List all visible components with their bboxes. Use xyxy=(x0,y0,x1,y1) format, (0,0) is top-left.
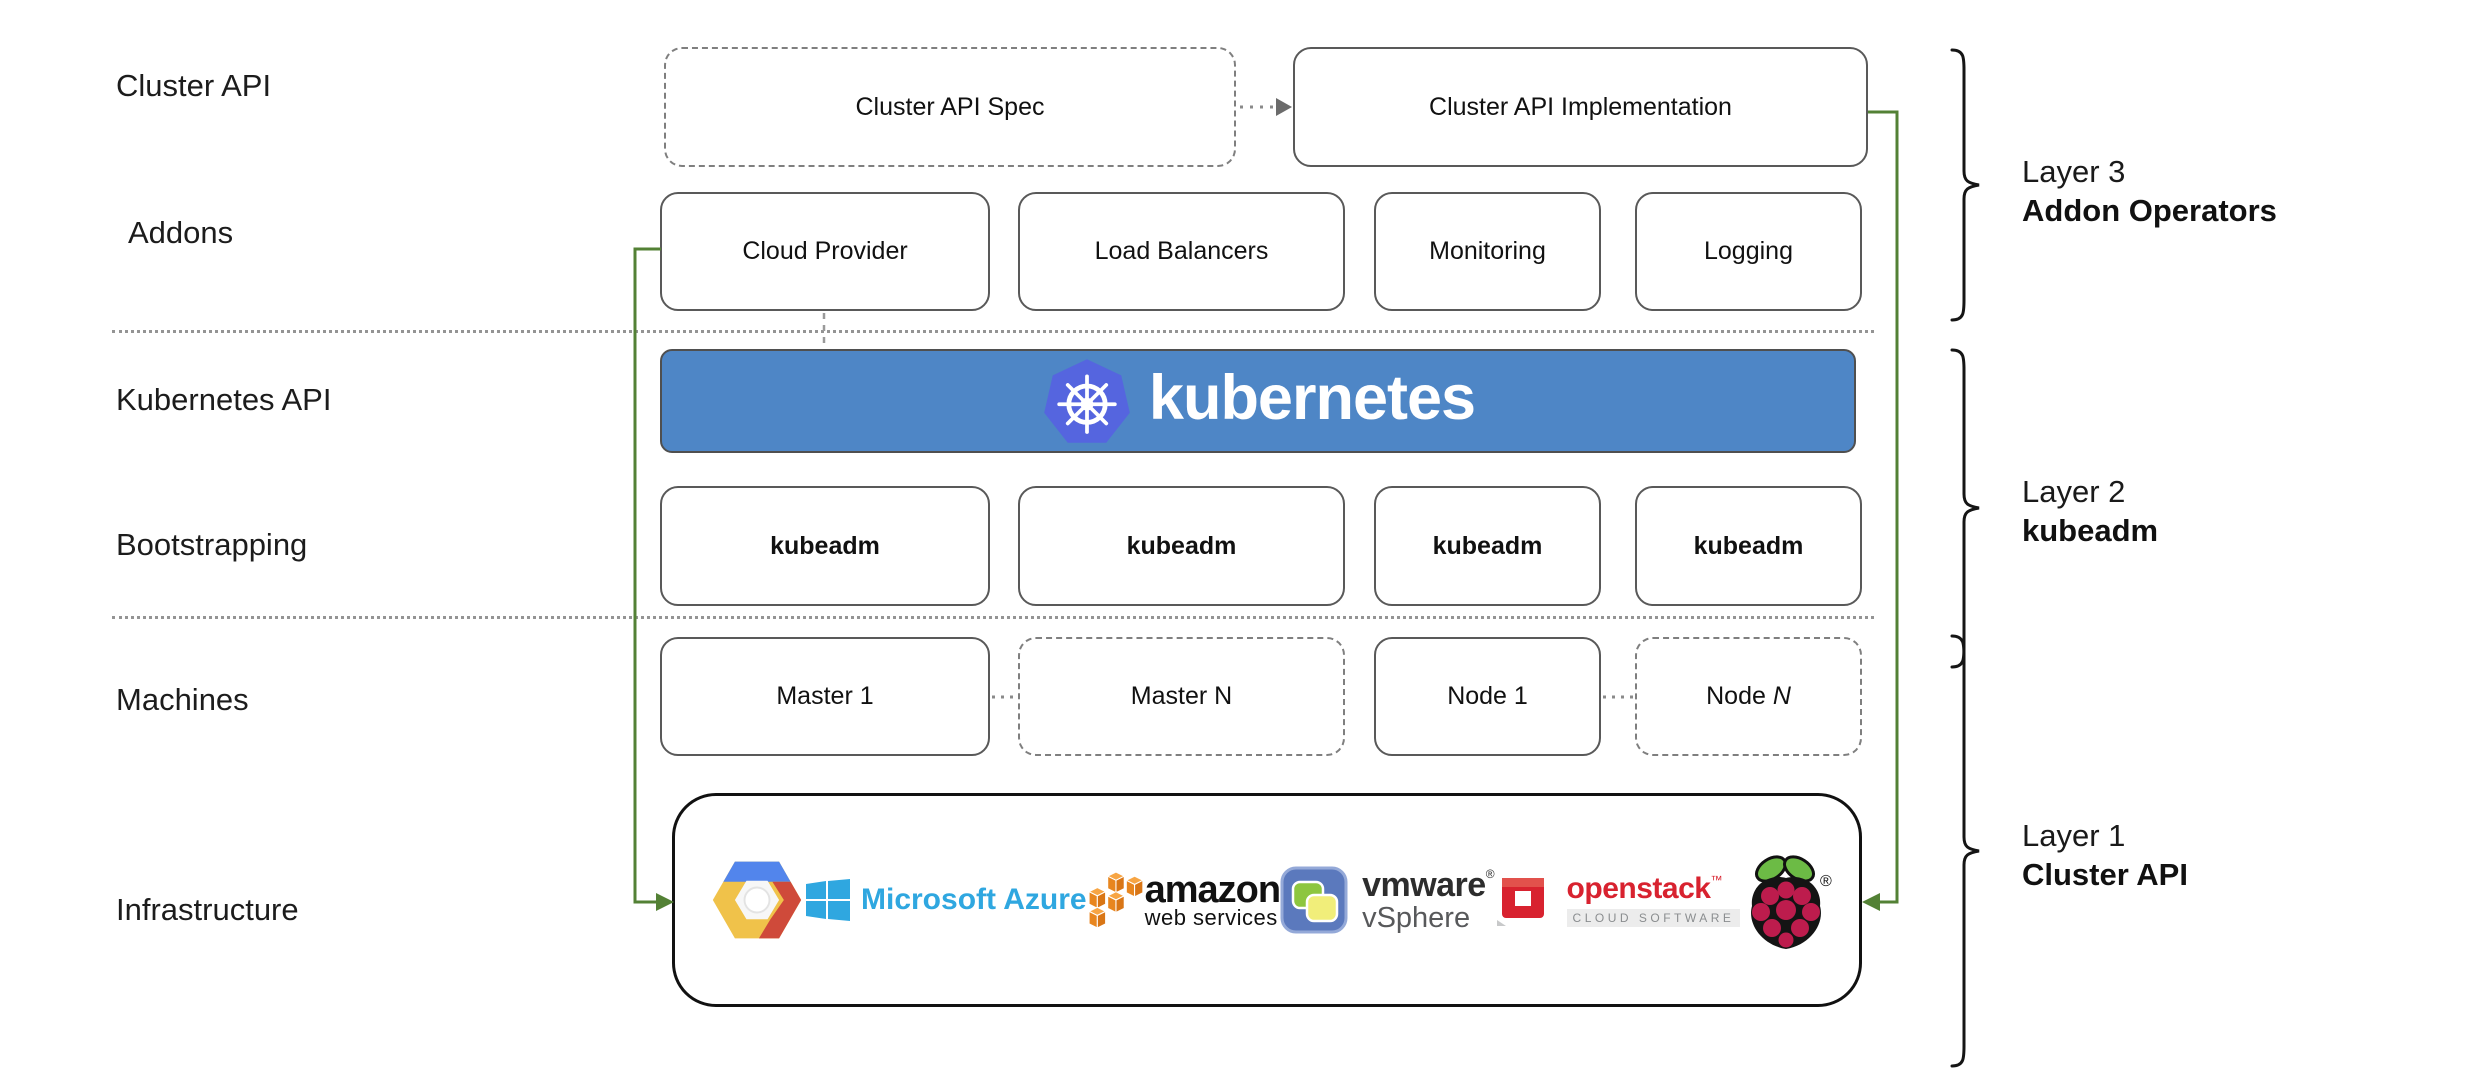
layer-2-title: Layer 2 xyxy=(2022,474,2126,509)
cloud-provider-label: Cloud Provider xyxy=(742,237,908,265)
cluster-api-spec-label: Cluster API Spec xyxy=(855,92,1045,121)
provider-vmware-vsphere: vmware® vSphere xyxy=(1280,866,1495,934)
kubeadm-label: kubeadm xyxy=(1432,531,1543,560)
openstack-subtext: CLOUD SOFTWARE xyxy=(1566,908,1741,927)
master-1-box: Master 1 xyxy=(660,637,990,756)
provider-raspberry-pi: ® xyxy=(1740,844,1832,956)
layer-2-subtitle: kubeadm xyxy=(2022,513,2159,548)
node-n-label: Node N xyxy=(1706,682,1791,710)
azure-wordmark: Microsoft Azure xyxy=(861,883,1087,916)
monitoring-label: Monitoring xyxy=(1429,237,1546,265)
logging-label: Logging xyxy=(1704,237,1793,265)
cluster-api-spec-box: Cluster API Spec xyxy=(664,47,1236,167)
aws-subtext: web services xyxy=(1144,905,1278,930)
cluster-api-implementation-label: Cluster API Implementation xyxy=(1429,92,1732,121)
separator-addons-kubernetes xyxy=(112,330,1874,333)
kubernetes-logo-icon xyxy=(1044,359,1130,443)
layer-3-title: Layer 3 xyxy=(2022,154,2126,189)
master-n-box: Master N xyxy=(1018,637,1345,756)
vmware-vsphere-icon xyxy=(1280,866,1348,934)
row-label-cluster-api: Cluster API xyxy=(116,68,272,103)
layer-1-subtitle: Cluster API xyxy=(2022,857,2188,892)
cloud-provider-box: Cloud Provider xyxy=(660,192,990,311)
provider-microsoft-azure: Microsoft Azure xyxy=(805,879,1087,921)
cluster-api-implementation-box: Cluster API Implementation xyxy=(1293,47,1868,167)
vmware-wordmark: vmware xyxy=(1362,865,1486,904)
load-balancers-box: Load Balancers xyxy=(1018,192,1345,311)
openstack-wordmark: openstack xyxy=(1566,871,1711,905)
google-cloud-icon xyxy=(712,861,802,939)
kubernetes-bar: kubernetes xyxy=(660,349,1856,453)
openstack-wordmark-block: openstack™ CLOUD SOFTWARE xyxy=(1566,871,1741,927)
master-1-label: Master 1 xyxy=(776,682,874,710)
node-n-box: Node N xyxy=(1635,637,1862,756)
infrastructure-box: Microsoft Azure xyxy=(672,793,1862,1007)
spec-to-implementation-arrowhead xyxy=(1276,98,1292,116)
kubeadm-box-2: kubeadm xyxy=(1018,486,1345,606)
aws-cubes-icon xyxy=(1087,872,1144,928)
azure-windows-icon xyxy=(806,879,850,921)
kubeadm-label: kubeadm xyxy=(1693,531,1804,560)
aws-cube xyxy=(1106,872,1125,894)
row-label-machines: Machines xyxy=(116,682,249,717)
layer-3-brace xyxy=(1950,48,1980,322)
openstack-trademark: ™ xyxy=(1710,872,1723,887)
raspberry-pi-icon: ® xyxy=(1751,855,1832,949)
layer-1-title: Layer 1 xyxy=(2022,818,2126,853)
row-label-infrastructure: Infrastructure xyxy=(116,892,299,927)
kubeadm-box-1: kubeadm xyxy=(660,486,990,606)
raspberry-registered-mark: ® xyxy=(1820,873,1832,890)
node-1-box: Node 1 xyxy=(1374,637,1601,756)
layer-2-annotation: Layer 2 kubeadm xyxy=(2022,472,2158,550)
load-balancers-label: Load Balancers xyxy=(1094,237,1269,265)
aws-wordmark: amazon xyxy=(1144,869,1281,911)
cloud-provider-to-infrastructure-line xyxy=(633,247,661,904)
kubeadm-label: kubeadm xyxy=(770,531,880,560)
kubernetes-wordmark: kubernetes xyxy=(1148,362,1476,433)
kubeadm-box-3: kubeadm xyxy=(1374,486,1601,606)
aws-cube xyxy=(1087,887,1107,910)
aws-cube xyxy=(1087,906,1107,928)
openstack-icon xyxy=(1496,878,1544,926)
vsphere-subtext: vSphere xyxy=(1362,901,1471,934)
layer-1-brace xyxy=(1950,634,1980,1068)
aws-wordmark-block: amazon web services xyxy=(1144,869,1281,930)
monitoring-box: Monitoring xyxy=(1374,192,1601,311)
row-label-bootstrapping: Bootstrapping xyxy=(116,527,308,562)
provider-google-cloud xyxy=(709,857,805,943)
vmware-registered-mark: ® xyxy=(1485,866,1495,881)
layer-1-annotation: Layer 1 Cluster API xyxy=(2022,816,2188,894)
master-n-label: Master N xyxy=(1130,682,1233,710)
provider-openstack: openstack™ CLOUD SOFTWARE xyxy=(1495,872,1741,928)
infrastructure-right-arrowhead xyxy=(1862,893,1880,911)
kubeadm-label: kubeadm xyxy=(1126,531,1237,560)
row-label-kubernetes-api: Kubernetes API xyxy=(116,382,332,417)
layer-3-annotation: Layer 3 Addon Operators xyxy=(2022,152,2277,230)
provider-aws: amazon web services xyxy=(1087,869,1281,930)
separator-bootstrapping-machines xyxy=(112,616,1874,619)
vmware-wordmark-block: vmware® vSphere xyxy=(1362,868,1494,933)
layer-2-brace xyxy=(1950,348,1980,669)
row-label-addons: Addons xyxy=(128,215,234,250)
node-1-label: Node 1 xyxy=(1447,682,1528,710)
layer-3-subtitle: Addon Operators xyxy=(2022,193,2277,228)
aws-cube xyxy=(1106,891,1125,914)
aws-cube xyxy=(1124,875,1144,898)
kubeadm-box-4: kubeadm xyxy=(1635,486,1862,606)
implementation-to-infrastructure-line xyxy=(1868,110,1899,904)
logging-box: Logging xyxy=(1635,192,1862,311)
